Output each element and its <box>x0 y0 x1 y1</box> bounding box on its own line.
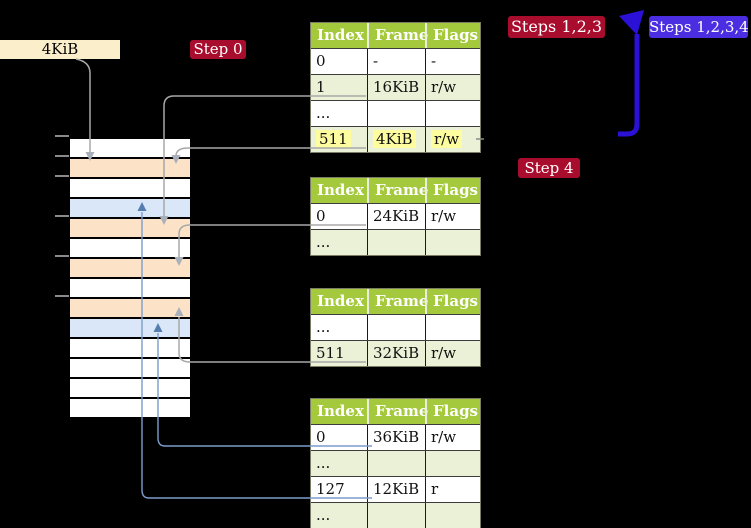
col-header-flags: Flags <box>425 23 480 48</box>
cell-flags: r/w <box>425 127 480 152</box>
cell-index: ... <box>316 233 331 251</box>
memory-tick <box>55 255 69 257</box>
table-row-highlighted: 511 4KiB r/w <box>311 126 480 152</box>
memory-frame-row <box>70 319 190 339</box>
table-header-row: Index Frame Flags <box>311 178 480 203</box>
cell-index: 511 <box>316 344 345 362</box>
cell-flags <box>425 451 480 476</box>
cell-frame: 32KiB <box>367 341 425 366</box>
memory-frame-row <box>70 259 190 279</box>
steps123-badge: Steps 1,2,3 <box>508 16 605 38</box>
memory-tick <box>55 215 69 217</box>
cell-index: ... <box>316 318 331 336</box>
col-header-index: Index <box>317 26 364 44</box>
table-row: 0 24KiB r/w <box>311 203 480 229</box>
cell-frame <box>367 503 425 528</box>
table-row: 127 12KiB r <box>311 476 480 502</box>
steps-loop-arrow <box>618 10 644 137</box>
cell-index: 127 <box>316 480 345 498</box>
frame-size-label: 4KiB <box>0 40 120 59</box>
step4-badge: Step 4 <box>518 158 580 178</box>
memory-frame-row <box>70 159 190 179</box>
memory-frame-row <box>70 139 190 159</box>
cell-index: 1 <box>316 78 326 96</box>
memory-tick <box>55 135 69 137</box>
cell-frame: 12KiB <box>367 477 425 502</box>
highlight: 511 <box>316 130 351 148</box>
page-table-3: Index Frame Flags ... 511 32KiB r/w <box>310 288 481 367</box>
cell-index: ... <box>316 454 331 472</box>
cell-frame: 36KiB <box>367 425 425 450</box>
highlight: r/w <box>431 130 463 148</box>
cell-index: ... <box>316 506 331 524</box>
arrowhead-upleft-icon <box>619 10 644 35</box>
col-header-flags: Flags <box>425 289 480 314</box>
cell-frame <box>367 101 425 126</box>
cell-flags <box>425 101 480 126</box>
cell-frame: 16KiB <box>367 75 425 100</box>
cell-flags: r/w <box>425 75 480 100</box>
physical-memory-column <box>70 137 190 419</box>
table-row: 0 36KiB r/w <box>311 424 480 450</box>
memory-frame-row <box>70 239 190 259</box>
cell-index: 0 <box>316 428 326 446</box>
memory-tick <box>55 175 69 177</box>
cell-frame: - <box>367 49 425 74</box>
memory-tick <box>55 155 69 157</box>
cell-frame <box>367 230 425 255</box>
table-row: ... <box>311 450 480 476</box>
table-header-row: Index Frame Flags <box>311 289 480 314</box>
col-header-frame: Frame <box>367 23 428 48</box>
memory-frame-row <box>70 379 190 399</box>
table-row: 1 16KiB r/w <box>311 74 480 100</box>
col-header-index: Index <box>317 181 364 199</box>
steps1234-badge: Steps 1,2,3,4 <box>649 16 749 38</box>
col-header-flags: Flags <box>425 399 480 424</box>
table-row: ... <box>311 502 480 528</box>
memory-frame-row <box>70 299 190 319</box>
highlight: 4KiB <box>373 130 416 148</box>
cell-index: 511 <box>311 127 367 152</box>
col-header-frame: Frame <box>367 178 428 203</box>
cell-index: 0 <box>316 52 326 70</box>
col-header-index: Index <box>317 292 364 310</box>
table-row: 0 - - <box>311 48 480 74</box>
cell-frame: 24KiB <box>367 204 425 229</box>
cell-index: ... <box>316 104 331 122</box>
table-header-row: Index Frame Flags <box>311 399 480 424</box>
cell-frame: 4KiB <box>367 127 425 152</box>
memory-frame-row <box>70 219 190 239</box>
cell-flags <box>425 503 480 528</box>
cell-flags: r <box>425 477 480 502</box>
page-table-2: Index Frame Flags 0 24KiB r/w ... <box>310 177 481 256</box>
memory-frame-row <box>70 279 190 299</box>
cell-frame <box>367 451 425 476</box>
table-row: ... <box>311 314 480 340</box>
cell-flags: - <box>425 49 480 74</box>
memory-frame-row <box>70 399 190 419</box>
cell-frame <box>367 315 425 340</box>
table-header-row: Index Frame Flags <box>311 23 480 48</box>
page-table-1: Index Frame Flags 0 - - 1 16KiB r/w ... … <box>310 22 481 153</box>
step0-badge: Step 0 <box>190 40 246 59</box>
cell-flags: r/w <box>425 341 480 366</box>
memory-tick <box>55 295 69 297</box>
cell-flags <box>425 230 480 255</box>
table-row: ... <box>311 229 480 255</box>
memory-frame-row <box>70 179 190 199</box>
memory-frame-row <box>70 199 190 219</box>
cell-index: 0 <box>316 207 326 225</box>
memory-frame-row <box>70 359 190 379</box>
col-header-index: Index <box>317 402 364 420</box>
col-header-frame: Frame <box>367 399 428 424</box>
cell-flags: r/w <box>425 425 480 450</box>
memory-frame-row <box>70 339 190 359</box>
table-row: 511 32KiB r/w <box>311 340 480 366</box>
col-header-flags: Flags <box>425 178 480 203</box>
table-row: ... <box>311 100 480 126</box>
page-table-4: Index Frame Flags 0 36KiB r/w ... 127 12… <box>310 398 481 528</box>
cell-flags: r/w <box>425 204 480 229</box>
col-header-frame: Frame <box>367 289 428 314</box>
cell-flags <box>425 315 480 340</box>
